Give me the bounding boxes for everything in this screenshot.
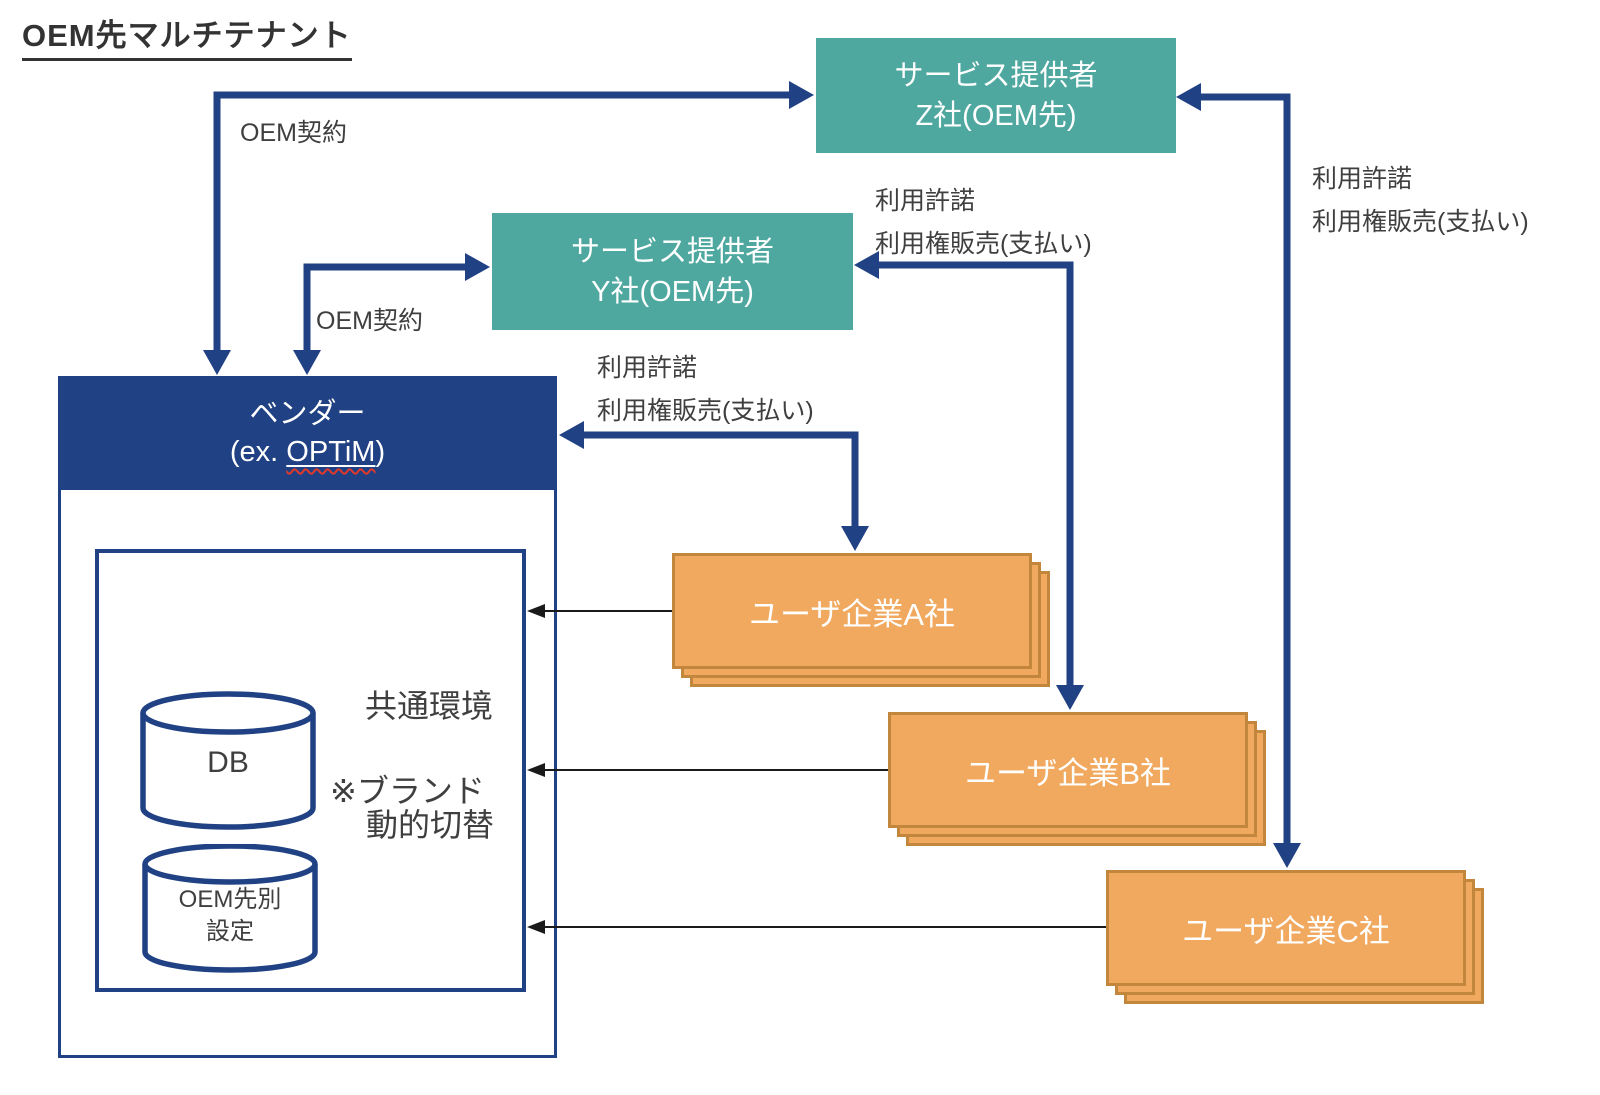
provider-y-role: サービス提供者: [570, 235, 774, 268]
user-b-label: ユーザ企業B社: [964, 755, 1172, 791]
arrowhead-down: [293, 350, 321, 375]
cylinder-top: [142, 843, 318, 885]
provider-z-node: サービス提供者 Z社(OEM先): [816, 38, 1176, 153]
arrowhead-down: [203, 350, 231, 375]
oem-contract-z-label: OEM契約: [240, 119, 347, 147]
arrowhead-left: [1176, 83, 1201, 111]
cylinder-body: [142, 864, 318, 973]
arrowhead-right: [465, 253, 490, 281]
page-title: OEM先マルチテナント: [22, 10, 352, 61]
provider-y-name: Y社(OEM先): [591, 275, 754, 308]
vendor-node: ベンダー (ex. OPTiM): [58, 376, 557, 490]
user-c-label: ユーザ企業C社: [1182, 913, 1390, 949]
arrow-vendor-user-a: [580, 431, 859, 530]
vendor-example: (ex. OPTiM): [229, 436, 386, 468]
oem-contract-y-label: OEM契約: [316, 307, 423, 335]
arrowhead-down: [1056, 685, 1084, 710]
user-a-stack: ユーザ企業A社: [672, 553, 1050, 687]
db-cylinder: DB: [138, 691, 318, 833]
license-y-label: 利用許諾 利用権販売(支払い): [875, 187, 1092, 258]
cylinder-shape: [142, 843, 318, 973]
oem-settings-cylinder: OEM先別 設定: [140, 843, 320, 976]
oem-settings-label: OEM先別 設定: [178, 886, 282, 945]
provider-z-name: Z社(OEM先): [915, 99, 1077, 132]
provider-z-role: サービス提供者: [894, 59, 1098, 92]
arrowhead-left: [559, 421, 584, 449]
vendor-name: ベンダー: [249, 398, 366, 430]
license-vendor-label: 利用許諾 利用権販売(支払い): [597, 354, 814, 425]
provider-y-node: サービス提供者 Y社(OEM先): [492, 213, 853, 330]
arrowhead-right: [789, 81, 814, 109]
user-b-stack: ユーザ企業B社: [888, 712, 1266, 846]
arrowhead-down: [841, 526, 869, 551]
brand-switch-note: ※ブランド 動的切替: [330, 773, 495, 843]
license-z-label: 利用許諾 利用権販売(支払い): [1312, 165, 1529, 236]
cylinder-shape: [140, 691, 316, 830]
vendor-brand: OPTiM: [286, 436, 376, 468]
user-c-stack: ユーザ企業C社: [1106, 870, 1484, 1004]
user-c-node: ユーザ企業C社: [1106, 870, 1466, 986]
cylinder-top: [140, 691, 316, 735]
common-env-label: 共通環境: [365, 688, 494, 724]
user-a-label: ユーザ企業A社: [748, 596, 956, 632]
cylinder-body: [140, 713, 316, 830]
user-a-node: ユーザ企業A社: [672, 553, 1032, 669]
arrowhead-down: [1273, 843, 1301, 868]
db-label: DB: [207, 746, 249, 779]
user-b-node: ユーザ企業B社: [888, 712, 1248, 828]
